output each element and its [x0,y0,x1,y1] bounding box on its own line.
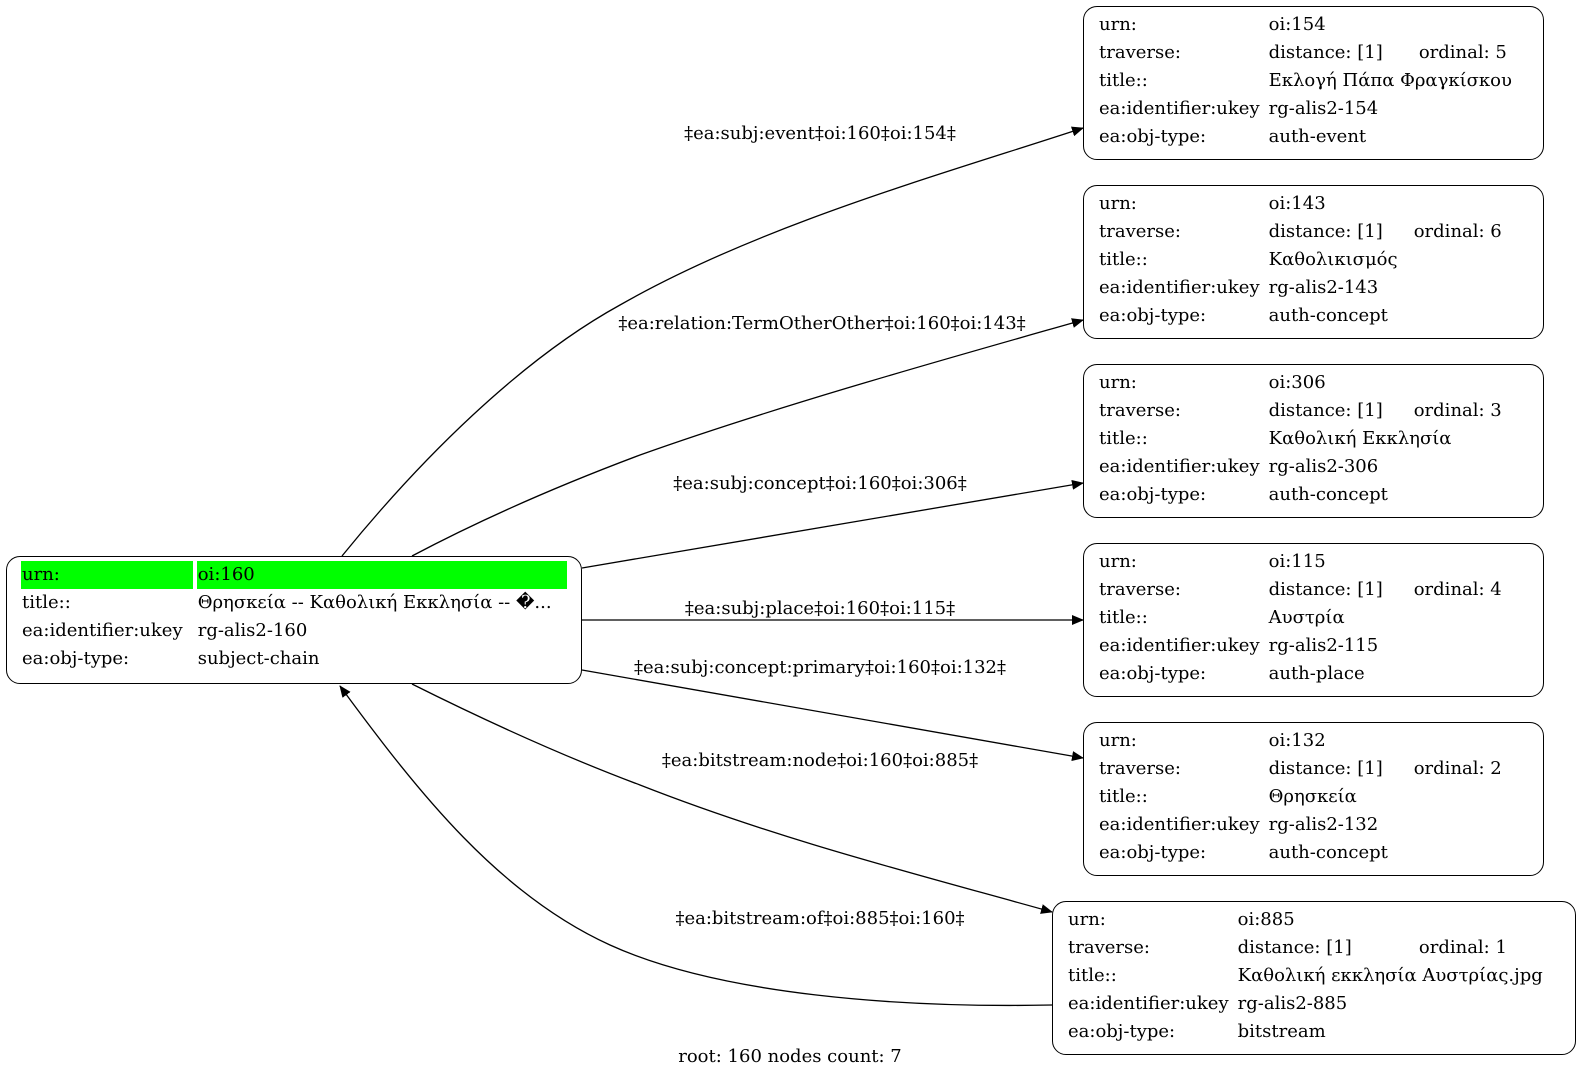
node-oi-132[interactable]: urn: oi:132 traverse: distance: [1] ordinal… [1083,722,1544,876]
distance-value: distance: [1] [1237,937,1352,958]
urn-value: oi:306 [1268,372,1326,393]
edge-160-885 [411,683,1053,914]
edge-160-143 [411,318,1084,557]
node-oi-885[interactable]: urn: oi:885 traverse: distance: [1] ordinal… [1052,901,1576,1055]
objtype-value: auth-concept [1268,305,1388,326]
root-ukey-key: ea:identifier:ukey [22,620,183,641]
root-title-value: Θρησκεία -- Καθολική Εκκλησία -- �... [197,592,552,613]
root-urn-key: urn: [21,561,193,589]
edge-160-306 [581,479,1084,569]
urn-key: urn: [1068,909,1106,930]
ukey-key: ea:identifier:ukey [1099,277,1260,298]
ordinal-value: ordinal: 4 [1413,579,1502,600]
ordinal-value: ordinal: 2 [1413,758,1502,779]
node-oi-154[interactable]: urn: oi:154 traverse: distance: [1] ordinal… [1083,6,1544,160]
traverse-key: traverse: [1099,42,1181,63]
objtype-key: ea:obj-type: [1099,663,1207,684]
title-key: title:: [1099,428,1148,449]
ukey-key: ea:identifier:ukey [1068,993,1229,1014]
objtype-key: ea:obj-type: [1099,842,1207,863]
title-key: title:: [1099,786,1148,807]
ukey-key: ea:identifier:ukey [1099,635,1260,656]
distance-value: distance: [1] [1268,221,1383,242]
urn-value: oi:115 [1268,551,1326,572]
ordinal-value: ordinal: 5 [1418,42,1507,63]
objtype-value: auth-concept [1268,842,1388,863]
title-key: title:: [1099,249,1148,270]
node-oi-115[interactable]: urn: oi:115 traverse: distance: [1] ordinal… [1083,543,1544,697]
edge-label-885-160: ‡ea:bitstream:of‡oi:885‡oi:160‡ [675,908,965,929]
node-oi-143[interactable]: urn: oi:143 traverse: distance: [1] ordinal… [1083,185,1544,339]
edge-label-160-306: ‡ea:subj:concept‡oi:160‡oi:306‡ [673,473,967,494]
urn-key: urn: [1099,551,1137,572]
urn-key: urn: [1099,372,1137,393]
title-value: Θρησκεία [1268,786,1357,807]
objtype-value: bitstream [1237,1021,1326,1042]
urn-value: oi:143 [1268,193,1326,214]
ukey-value: rg-alis2-115 [1268,635,1379,656]
objtype-key: ea:obj-type: [1099,126,1207,147]
ukey-key: ea:identifier:ukey [1099,456,1260,477]
ordinal-value: ordinal: 1 [1418,937,1507,958]
traverse-key: traverse: [1099,221,1181,242]
urn-value: oi:132 [1268,730,1326,751]
urn-key: urn: [1099,14,1137,35]
traverse-key: traverse: [1099,400,1181,421]
ukey-value: rg-alis2-154 [1268,98,1379,119]
edge-label-160-143: ‡ea:relation:TermOtherOther‡oi:160‡oi:14… [618,313,1026,334]
node-oi-306[interactable]: urn: oi:306 traverse: distance: [1] ordinal… [1083,364,1544,518]
traverse-key: traverse: [1068,937,1150,958]
root-urn-value: oi:160 [196,561,567,589]
objtype-value: auth-event [1268,126,1367,147]
ordinal-value: ordinal: 6 [1413,221,1502,242]
ukey-key: ea:identifier:ukey [1099,98,1260,119]
edge-label-160-115: ‡ea:subj:place‡oi:160‡oi:115‡ [684,598,956,619]
title-value: Εκλογή Πάπα Φραγκίσκου [1268,70,1512,91]
title-key: title:: [1099,607,1148,628]
traverse-key: traverse: [1099,579,1181,600]
title-value: Καθολική Εκκλησία [1268,428,1452,449]
title-value: Καθολική εκκλησία Αυστρίας.jpg [1237,965,1543,986]
root-ukey-value: rg-alis2-160 [197,620,308,641]
urn-value: oi:885 [1237,909,1295,930]
ukey-value: rg-alis2-885 [1237,993,1348,1014]
objtype-value: auth-place [1268,663,1365,684]
edge-label-160-132: ‡ea:subj:concept:primary‡oi:160‡oi:132‡ [634,657,1006,678]
edge-885-160 [339,685,1053,1007]
urn-key: urn: [1099,193,1137,214]
distance-value: distance: [1] [1268,579,1383,600]
root-objtype-key: ea:obj-type: [22,648,130,669]
ukey-value: rg-alis2-132 [1268,814,1379,835]
title-key: title:: [1099,70,1148,91]
root-node[interactable]: urn: oi:160 title:: Θρησκεία -- Καθολική… [6,556,582,684]
objtype-value: auth-concept [1268,484,1388,505]
ukey-value: rg-alis2-143 [1268,277,1379,298]
footer-summary: root: 160 nodes count: 7 [678,1046,902,1067]
ukey-value: rg-alis2-306 [1268,456,1379,477]
distance-value: distance: [1] [1268,758,1383,779]
edge-160-154 [341,126,1084,557]
ordinal-value: ordinal: 3 [1413,400,1502,421]
traverse-key: traverse: [1099,758,1181,779]
title-value: Καθολικισμός [1268,249,1398,270]
urn-value: oi:154 [1268,14,1326,35]
objtype-key: ea:obj-type: [1099,484,1207,505]
ukey-key: ea:identifier:ukey [1099,814,1260,835]
title-key: title:: [1068,965,1117,986]
objtype-key: ea:obj-type: [1068,1021,1176,1042]
edge-160-132 [581,669,1084,762]
objtype-key: ea:obj-type: [1099,305,1207,326]
distance-value: distance: [1] [1268,42,1383,63]
root-objtype-value: subject-chain [197,648,320,669]
title-value: Αυστρία [1268,607,1345,628]
edge-label-160-154: ‡ea:subj:event‡oi:160‡oi:154‡ [684,123,956,144]
root-title-key: title:: [22,592,71,613]
edge-label-160-885: ‡ea:bitstream:node‡oi:160‡oi:885‡ [661,750,979,771]
distance-value: distance: [1] [1268,400,1383,421]
urn-key: urn: [1099,730,1137,751]
